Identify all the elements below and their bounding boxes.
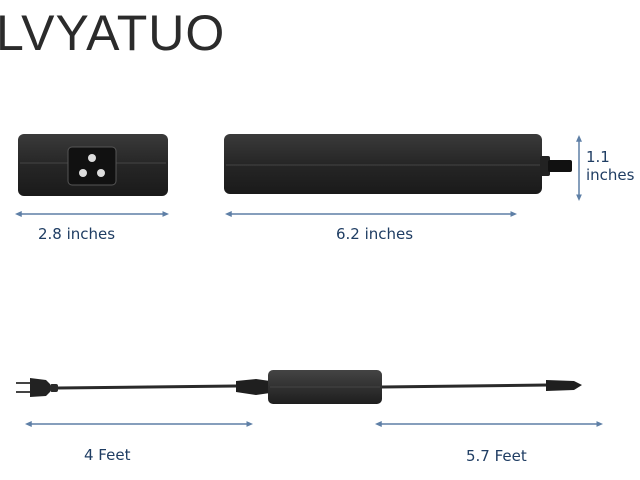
height-value: 1.1 [586,148,610,166]
c5-connector-icon [236,379,270,395]
dc-cord-length-label: 5.7 Feet [466,447,527,465]
adapter-side-view [224,134,572,194]
dc-plug-icon [546,380,582,391]
length-label: 6.2 inches [336,225,414,243]
adapter-end-view [18,134,168,196]
c5-socket-icon [67,146,117,186]
ac-cord [57,384,237,390]
cable-stub-icon [548,160,572,172]
ac-cord-length-label: 4 Feet [84,446,131,464]
ac-plug-icon [16,378,58,397]
brand-name: LVYATUO [0,5,226,61]
dc-cord [381,383,549,389]
cable-assembly [16,370,582,404]
height-label: 1.1 inches [586,148,634,184]
height-unit: inches [586,166,635,184]
width-label: 2.8 inches [38,225,116,243]
